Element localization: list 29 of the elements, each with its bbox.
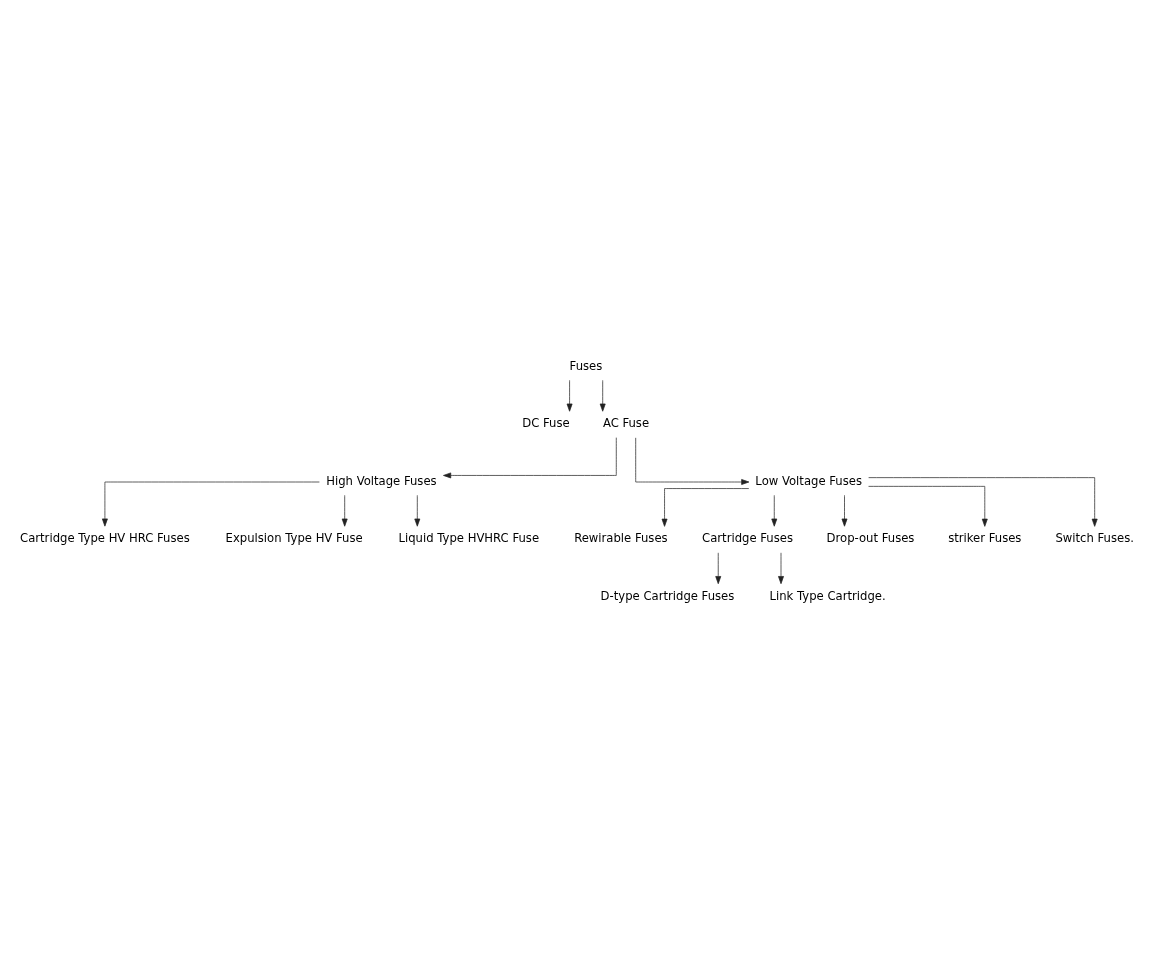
arrow bbox=[414, 494, 421, 527]
node-text: Fuses bbox=[569, 358, 603, 373]
arrow bbox=[341, 494, 348, 527]
node-text: DC Fuse bbox=[522, 415, 570, 430]
arrow bbox=[635, 436, 750, 485]
node-text: striker Fuses bbox=[948, 530, 1022, 545]
arrow bbox=[868, 485, 988, 527]
node-text: Expulsion Type HV Fuse bbox=[225, 530, 363, 545]
arrow bbox=[771, 494, 778, 527]
node-text: Low Voltage Fuses bbox=[755, 473, 862, 488]
node-text: Rewirable Fuses bbox=[574, 530, 668, 545]
arrow bbox=[443, 436, 617, 478]
arrow bbox=[102, 481, 320, 527]
node-text: Liquid Type HVHRC Fuse bbox=[398, 530, 540, 545]
node-text: Cartridge Type HV HRC Fuses bbox=[20, 530, 190, 545]
node-text: Link Type Cartridge. bbox=[769, 588, 886, 603]
arrow bbox=[715, 551, 722, 584]
node-text: Drop-out Fuses bbox=[826, 530, 915, 545]
node-text: D-type Cartridge Fuses bbox=[600, 588, 735, 603]
node-text: Cartridge Fuses bbox=[702, 530, 793, 545]
arrow bbox=[661, 487, 750, 527]
node-text: Switch Fuses. bbox=[1055, 530, 1134, 545]
arrow bbox=[841, 494, 848, 527]
arrow bbox=[868, 476, 1098, 527]
arrow bbox=[778, 551, 784, 584]
node-text: AC Fuse bbox=[602, 415, 650, 430]
arrow bbox=[599, 379, 606, 412]
arrow bbox=[566, 379, 573, 412]
node-text: High Voltage Fuses bbox=[326, 473, 437, 488]
